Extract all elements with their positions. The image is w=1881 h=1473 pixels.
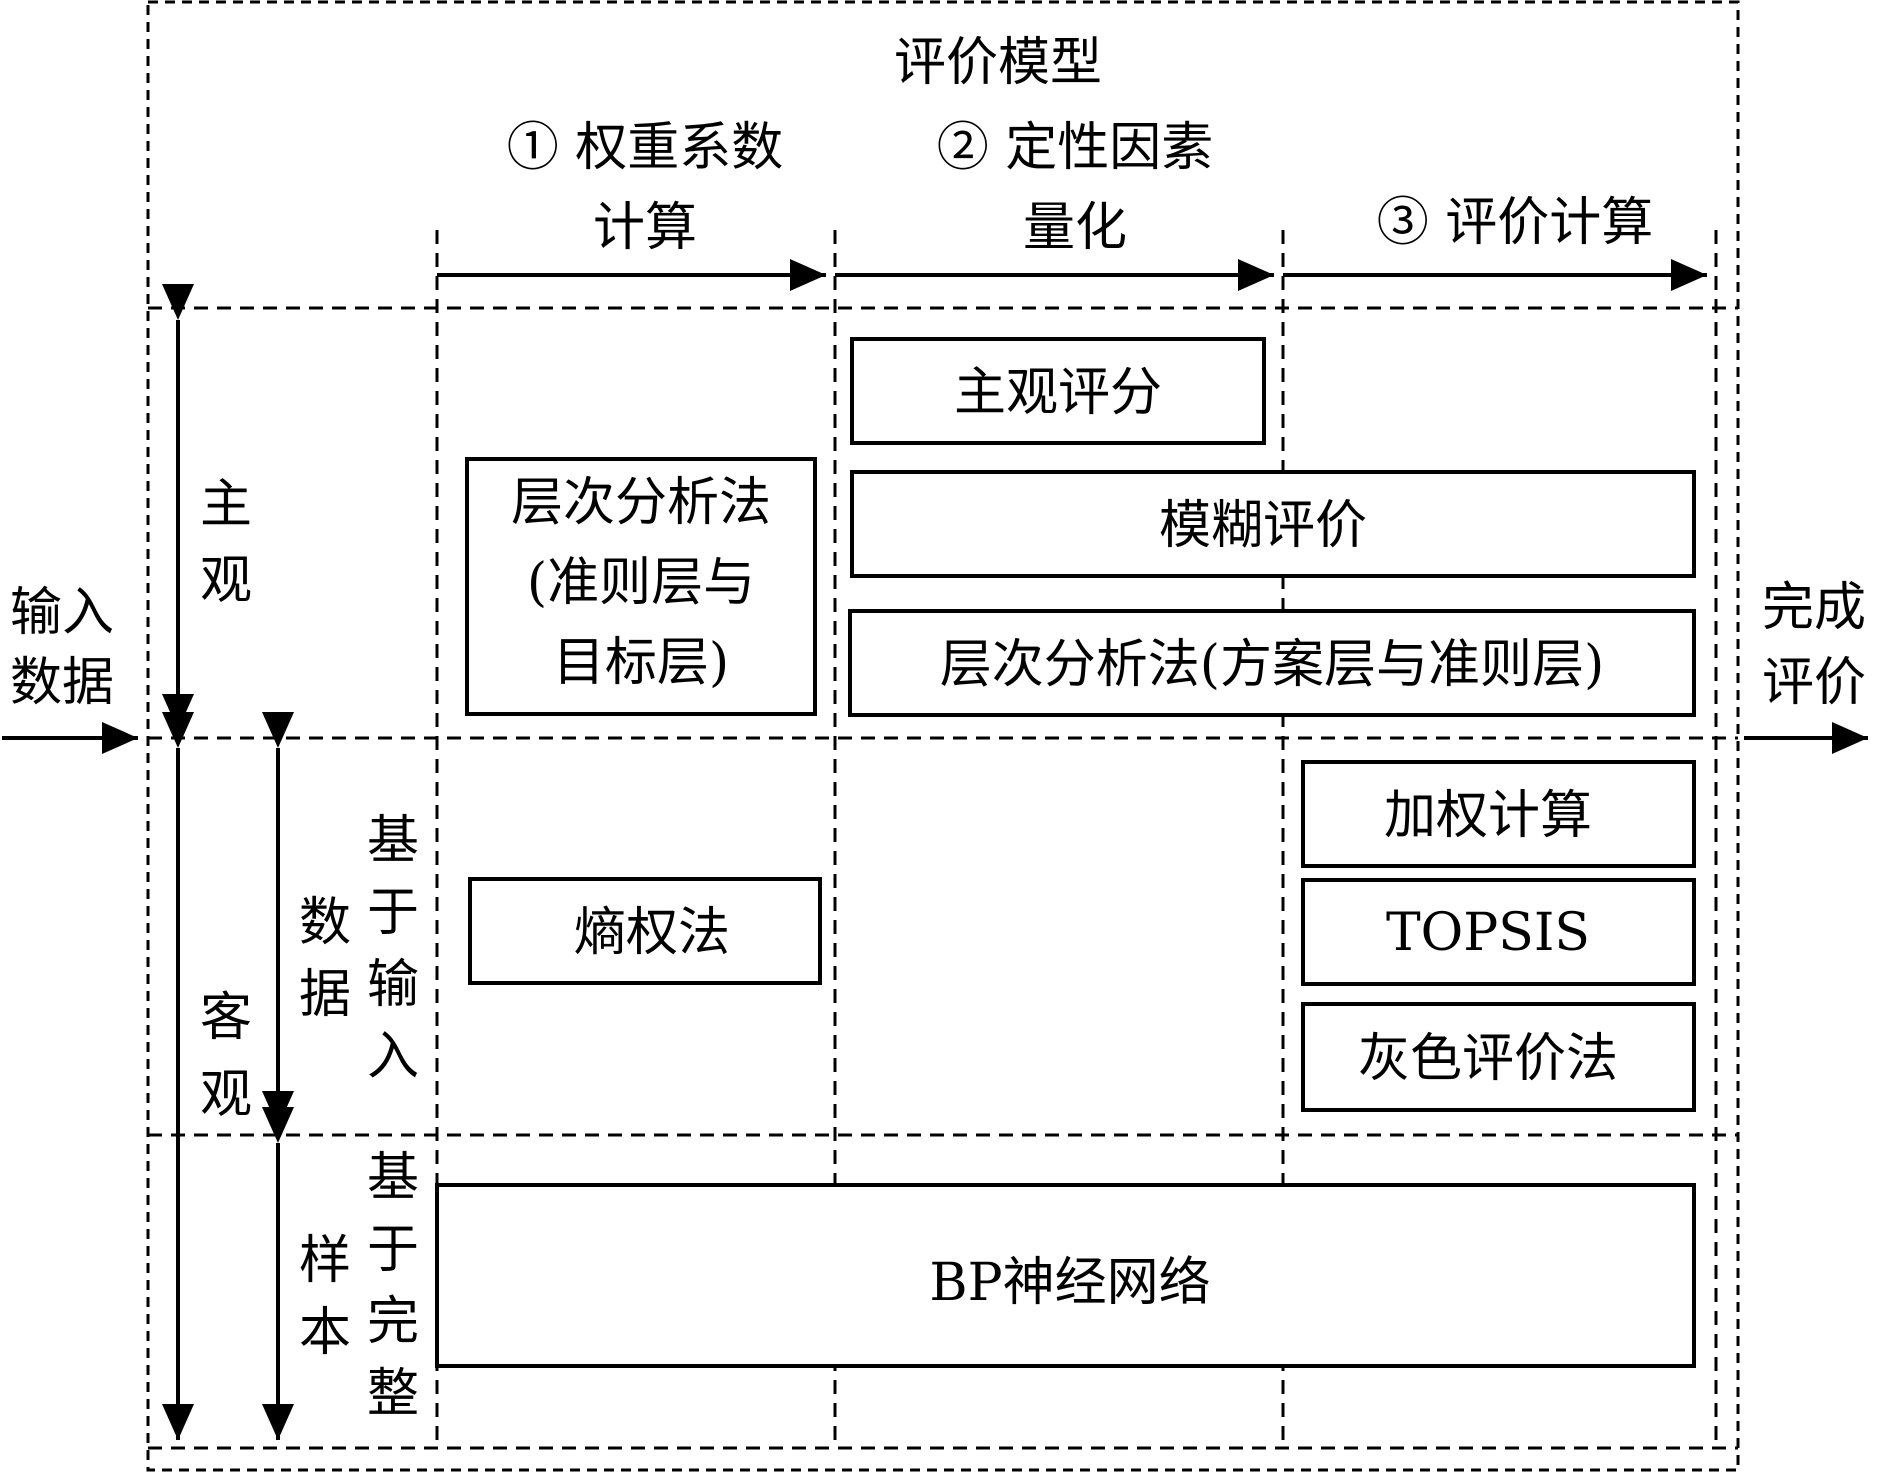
topsis-label: TOPSIS (1386, 903, 1590, 963)
subjective-scoring-label: 主观评分 (954, 363, 1162, 423)
entropy-weight-label: 熵权法 (574, 903, 730, 963)
complete-sample-char-1: 基 (367, 1148, 419, 1208)
ahp-criteria-line3: 目标层) (553, 633, 729, 693)
step1-label-line1: ① 权重系数 (507, 118, 784, 178)
complete-sample-char-3: 样 (299, 1231, 351, 1291)
ahp-criteria-box: 层次分析法 (准则层与 目标层) (465, 457, 817, 716)
topsis-box: TOPSIS (1301, 878, 1696, 986)
objective-label-2: 观 (200, 1065, 252, 1125)
fuzzy-evaluation-box: 模糊评价 (850, 470, 1696, 578)
input-label-line1: 输入 (10, 583, 114, 643)
data-input-char-2: 于 (367, 883, 419, 943)
step1-label-line2: 计算 (593, 198, 697, 258)
complete-sample-char-2: 于 (367, 1220, 419, 1280)
data-input-char-3: 数 (299, 893, 351, 953)
data-input-char-1: 基 (367, 811, 419, 871)
step3-label: ③ 评价计算 (1377, 193, 1654, 253)
complete-sample-char-6: 整 (367, 1364, 419, 1424)
input-label-line2: 数据 (10, 653, 114, 713)
grey-evaluation-box: 灰色评价法 (1301, 1002, 1696, 1112)
ahp-criteria-line2: (准则层与 (527, 553, 755, 613)
weighted-calc-box: 加权计算 (1301, 760, 1696, 868)
outer-frame (146, 0, 1740, 1472)
bp-neural-network-box: BP神经网络 (435, 1183, 1696, 1368)
output-label-line2: 评价 (1762, 653, 1866, 713)
output-label-line1: 完成 (1762, 578, 1866, 638)
subjective-label-2: 观 (200, 551, 252, 611)
step2-label-line2: 量化 (1023, 198, 1127, 258)
bp-neural-network-label: BP神经网络 (929, 1253, 1210, 1313)
ahp-criteria-line1: 层次分析法 (511, 473, 771, 533)
ahp-alternative-label: 层次分析法(方案层与准则层) (940, 635, 1605, 695)
complete-sample-char-5: 完 (367, 1292, 419, 1352)
fuzzy-evaluation-label: 模糊评价 (1159, 496, 1367, 556)
step2-label-line1: ② 定性因素 (937, 118, 1214, 178)
entropy-weight-box: 熵权法 (468, 877, 822, 985)
subjective-label-1: 主 (200, 475, 252, 535)
subjective-scoring-box: 主观评分 (850, 337, 1266, 445)
data-input-char-6: 入 (367, 1027, 419, 1087)
objective-label-1: 客 (200, 988, 252, 1048)
weighted-calc-label: 加权计算 (1384, 786, 1592, 846)
ahp-alternative-box: 层次分析法(方案层与准则层) (848, 609, 1696, 717)
grey-evaluation-label: 灰色评价法 (1358, 1029, 1618, 1089)
diagram-title: 评价模型 (894, 33, 1102, 93)
data-input-char-5: 输 (367, 955, 419, 1015)
data-input-char-4: 据 (299, 965, 351, 1025)
complete-sample-char-4: 本 (299, 1303, 351, 1363)
